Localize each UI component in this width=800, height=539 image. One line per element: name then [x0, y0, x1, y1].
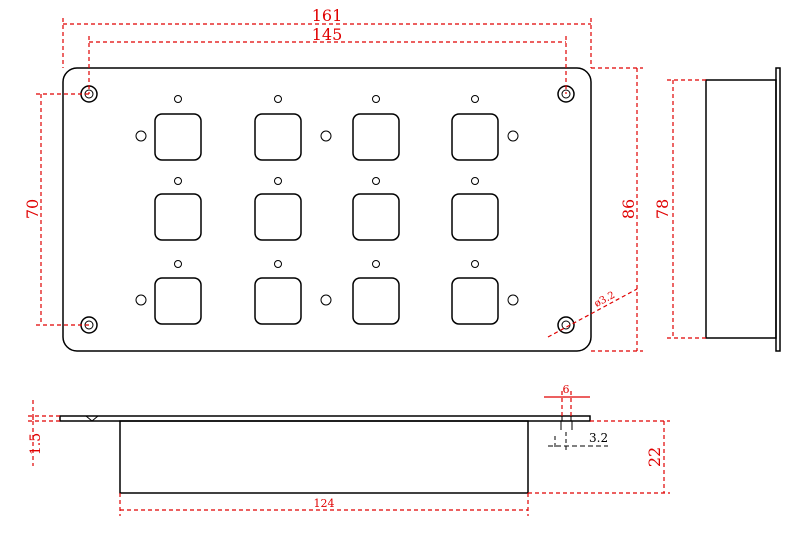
- front-view: [62, 67, 592, 352]
- dim-body-depth: 22: [645, 447, 664, 467]
- dim-body-width: 124: [314, 497, 335, 510]
- bottom-view: [59, 415, 591, 494]
- switch-cutout: [451, 113, 499, 161]
- dim-hole-side: 3.2: [589, 431, 608, 445]
- switch-cutout: [451, 277, 499, 325]
- dim-overall-width: 161: [312, 6, 343, 25]
- switch-cutout: [154, 113, 202, 161]
- side-view: [705, 67, 781, 352]
- side-flange: [775, 67, 781, 352]
- dim-overall-height: 86: [619, 199, 638, 219]
- switch-cutout: [254, 193, 302, 241]
- front-view-dimensions: 161 145 70 86 ø3.2: [23, 6, 643, 352]
- bottom-body: [119, 420, 529, 494]
- switch-cutout: [352, 277, 400, 325]
- switch-cutout: [254, 113, 302, 161]
- switch-cutout: [352, 113, 400, 161]
- switch-cutout: [352, 193, 400, 241]
- dim-body-height: 78: [653, 199, 672, 219]
- side-holes: [135, 130, 519, 306]
- switch-cutout: [451, 193, 499, 241]
- dim-flange-thickness: 1.5: [28, 433, 44, 455]
- indicator-holes: [174, 95, 479, 268]
- side-view-dimensions: 78: [653, 79, 706, 339]
- side-body: [705, 79, 777, 339]
- mounting-hole: [557, 316, 575, 334]
- switch-cutouts: [154, 113, 499, 325]
- switch-cutout: [154, 277, 202, 325]
- dim-flange-offset: 6: [563, 383, 570, 396]
- faceplate-outline: [62, 67, 592, 352]
- dim-hole-spacing-x: 145: [312, 25, 343, 44]
- dim-hole-spacing-y: 70: [23, 199, 42, 219]
- switch-cutout: [254, 277, 302, 325]
- switch-cutout: [154, 193, 202, 241]
- bottom-view-dimensions: 1.5 6 3.2 22 124: [28, 383, 670, 516]
